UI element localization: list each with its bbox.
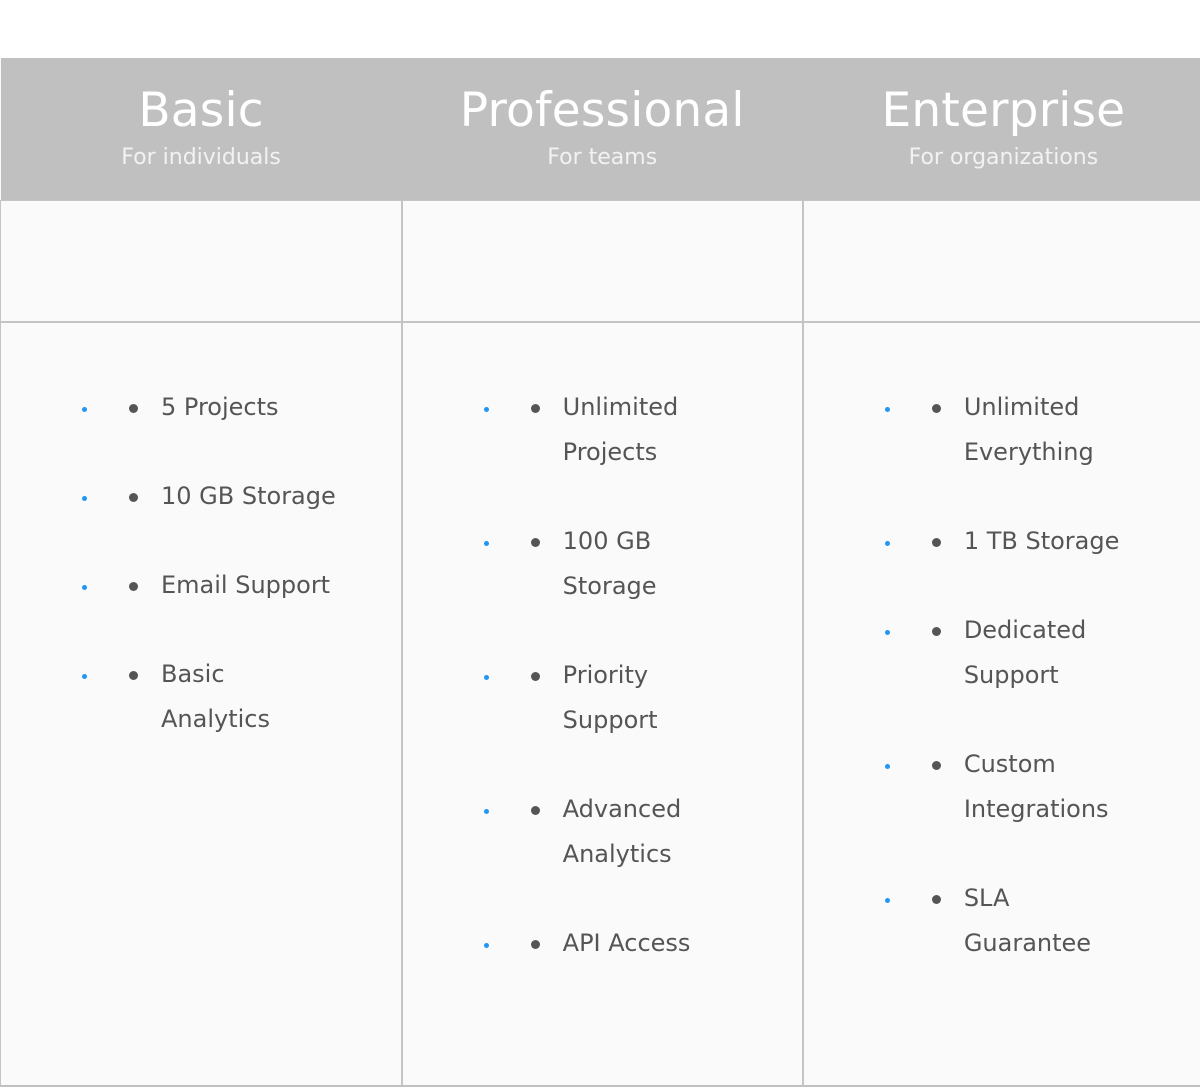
features-cell-enterprise: Unlimited Everything 1 TB StorageDedicate…: [802, 321, 1200, 1087]
bullet-icon: [530, 672, 540, 681]
feature-list-professional: Unlimited Projects 100 GB StoragePriority…: [403, 323, 802, 1006]
top-spacer: [0, 0, 1200, 58]
bullet-icon: [931, 404, 941, 413]
feature-label: 5 Projects: [161, 393, 279, 421]
feature-row: Dedicated Support: [902, 608, 1139, 698]
plan-header-row: Basic For individuals Professional For t…: [0, 58, 1200, 201]
feature-list-enterprise: Unlimited Everything 1 TB StorageDedicate…: [804, 323, 1200, 1006]
feature-list-item: Priority Support: [501, 653, 742, 743]
feature-row: SLA Guarantee: [902, 876, 1139, 966]
price-cell-inner: [804, 201, 1200, 321]
feature-list-item: Unlimited Everything: [902, 385, 1143, 475]
feature-list-item: Custom Integrations: [902, 742, 1143, 832]
features-row: 5 Projects 10 GB StorageEmail SupportBasi…: [0, 321, 1200, 1087]
plan-header-inner: Professional For teams: [402, 83, 803, 171]
feature-row: Priority Support: [501, 653, 738, 743]
plan-name: Basic: [138, 83, 264, 139]
bullet-icon: [129, 582, 138, 591]
price-cell-inner: [403, 201, 802, 321]
features-cell-basic: 5 Projects 10 GB StorageEmail SupportBasi…: [0, 321, 403, 1087]
plan-tagline: For teams: [547, 145, 658, 171]
feature-label: Custom Integrations: [963, 750, 1109, 823]
bullet-icon: [530, 806, 540, 815]
feature-label: 10 GB Storage: [161, 482, 336, 510]
feature-label: Advanced Analytics: [562, 795, 682, 868]
plan-name: Professional: [459, 83, 745, 139]
plan-header-basic: Basic For individuals: [0, 58, 402, 201]
feature-row: 100 GB Storage: [501, 519, 738, 609]
price-cell-inner: [1, 201, 401, 321]
plan-header-enterprise: Enterprise For organizations: [802, 58, 1200, 201]
pricing-table: Basic For individuals Professional For t…: [0, 58, 1200, 1087]
feature-row: Email Support: [99, 563, 336, 608]
feature-label: Unlimited Projects: [562, 393, 679, 466]
feature-row: Unlimited Everything: [902, 385, 1139, 475]
price-row: [0, 200, 1200, 323]
feature-row: 5 Projects: [99, 385, 336, 430]
feature-list-item: 100 GB Storage: [501, 519, 742, 609]
feature-list-item: Dedicated Support: [902, 608, 1143, 698]
pricing-table-header: Basic For individuals Professional For t…: [0, 58, 1200, 201]
feature-label: Priority Support: [562, 661, 658, 734]
pricing-table-body: 5 Projects 10 GB StorageEmail SupportBasi…: [0, 200, 1200, 1087]
price-cell-basic: [0, 200, 403, 323]
plan-name: Enterprise: [881, 83, 1126, 139]
feature-list-item: 1 TB Storage: [902, 519, 1143, 564]
bullet-icon: [530, 538, 540, 547]
feature-label: SLA Guarantee: [963, 884, 1092, 957]
feature-row: API Access: [501, 921, 738, 966]
bullet-icon: [129, 493, 138, 502]
bullet-icon: [129, 404, 138, 413]
feature-row: Basic Analytics: [99, 652, 336, 742]
features-cell-professional: Unlimited Projects 100 GB StoragePriority…: [401, 321, 804, 1087]
plan-header-professional: Professional For teams: [401, 58, 803, 201]
feature-row: Advanced Analytics: [501, 787, 738, 877]
feature-label: Basic Analytics: [161, 660, 270, 733]
bullet-icon: [530, 404, 540, 413]
bullet-icon: [931, 538, 941, 547]
bullet-icon: [129, 671, 138, 680]
feature-list-item: API Access: [501, 921, 742, 966]
bullet-icon: [931, 627, 941, 636]
feature-list-item: 10 GB Storage: [99, 474, 341, 519]
feature-row: 1 TB Storage: [902, 519, 1139, 564]
bullet-icon: [931, 895, 941, 904]
feature-list-item: Unlimited Projects: [501, 385, 742, 475]
feature-label: 100 GB Storage: [562, 527, 657, 600]
feature-label: Unlimited Everything: [963, 393, 1094, 466]
feature-list-item: Email Support: [99, 563, 341, 608]
plan-tagline: For individuals: [121, 145, 281, 171]
price-cell-professional: [401, 200, 804, 323]
feature-row: Unlimited Projects: [501, 385, 738, 475]
feature-list-item: SLA Guarantee: [902, 876, 1143, 966]
feature-label: Dedicated Support: [963, 616, 1087, 689]
feature-row: 10 GB Storage: [99, 474, 336, 519]
feature-label: 1 TB Storage: [963, 527, 1120, 555]
feature-label: API Access: [562, 929, 691, 957]
feature-row: Custom Integrations: [902, 742, 1139, 832]
feature-list-basic: 5 Projects 10 GB StorageEmail SupportBasi…: [1, 323, 401, 782]
bullet-icon: [931, 761, 941, 770]
feature-list-item: 5 Projects: [99, 385, 341, 430]
price-cell-enterprise: [802, 200, 1200, 323]
plan-header-inner: Basic For individuals: [1, 83, 402, 171]
plan-header-inner: Enterprise For organizations: [803, 83, 1200, 171]
feature-list-item: Basic Analytics: [99, 652, 341, 742]
bullet-icon: [530, 940, 540, 949]
feature-label: Email Support: [161, 571, 331, 599]
plan-tagline: For organizations: [908, 145, 1099, 171]
feature-list-item: Advanced Analytics: [501, 787, 742, 877]
